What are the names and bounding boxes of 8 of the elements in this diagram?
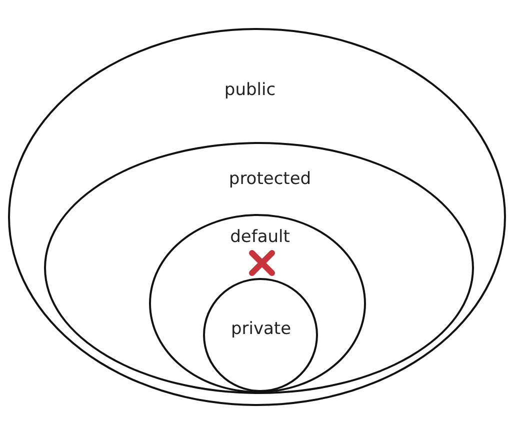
scope-label: default [230,227,290,247]
scope-label: public [224,80,276,100]
ellipse [44,142,474,394]
scope-label: private [230,319,292,339]
ellipse [203,278,318,392]
ellipse [149,214,366,393]
ellipse [8,28,506,406]
scope-label: protected [228,169,312,189]
